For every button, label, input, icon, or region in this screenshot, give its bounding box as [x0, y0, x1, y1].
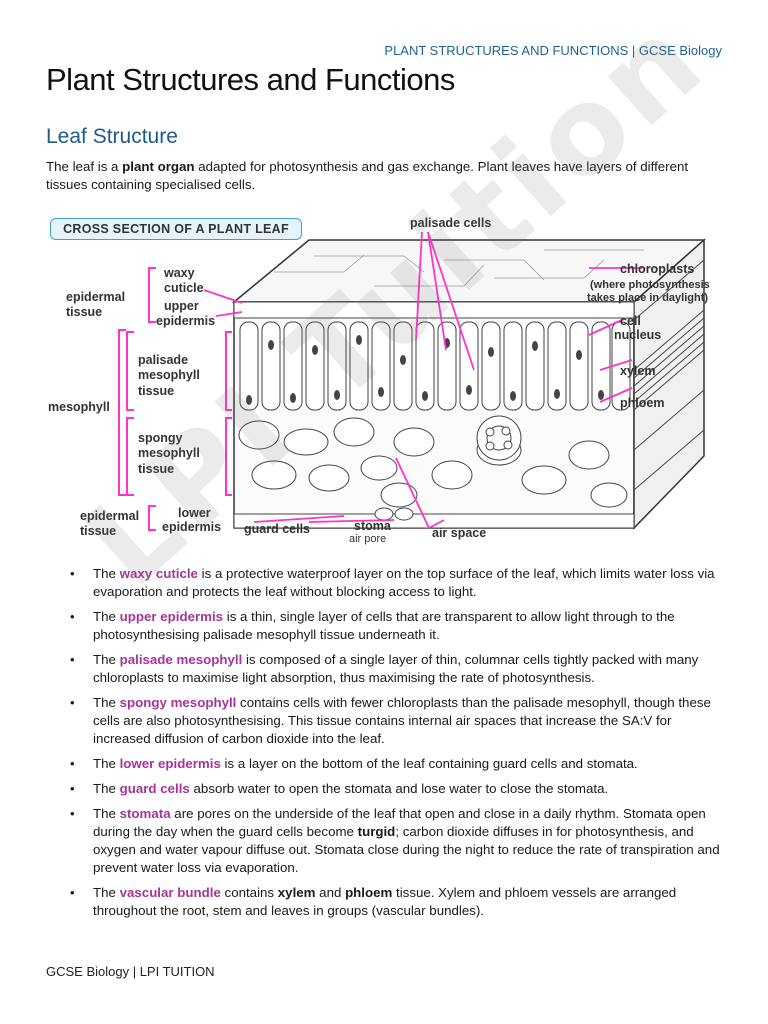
bold-xylem: xylem — [277, 885, 316, 900]
figure-title: CROSS SECTION OF A PLANT LEAF — [63, 222, 289, 236]
label-chloroplast-note-2: takes place in daylight) — [587, 292, 709, 304]
label-palisade: palisade — [138, 353, 189, 367]
list-item: The guard cells absorb water to open the… — [46, 780, 726, 798]
section-title: Leaf Structure — [46, 125, 178, 148]
label-epidermis-bottom: epidermis — [162, 520, 222, 534]
label-tissue-2: tissue — [80, 524, 117, 538]
term-stomata: stomata — [119, 806, 171, 821]
label-chloroplast-note-1: (where photosynthesis — [590, 279, 710, 291]
list-item: The stomata are pores on the underside o… — [46, 805, 726, 877]
label-epidermal-1: epidermal — [66, 290, 126, 304]
label-palisade-mesophyll: mesophyll — [138, 368, 200, 382]
label-xylem: xylem — [620, 364, 656, 378]
label-spongy: spongy — [138, 431, 183, 445]
leaf-diagram-svg — [118, 231, 706, 531]
label-air-space: air space — [432, 526, 487, 540]
page-title: Plant Structures and Functions — [46, 62, 455, 97]
intro-text-1: The leaf is a — [46, 159, 123, 174]
term-lower-epidermis: lower epidermis — [119, 756, 221, 771]
term-palisade-mesophyll: palisade mesophyll — [119, 652, 243, 667]
label-cell: cell — [620, 314, 641, 328]
intro-bold-term: plant organ — [122, 159, 195, 174]
label-stoma: stoma — [354, 519, 391, 533]
label-nucleus: nucleus — [614, 328, 662, 342]
term-upper-epidermis: upper epidermis — [119, 609, 224, 624]
bold-phloem: phloem — [345, 885, 393, 900]
term-guard-cells: guard cells — [119, 781, 190, 796]
list-item: The palisade mesophyll is composed of a … — [46, 651, 726, 687]
label-phloem: phloem — [620, 396, 665, 410]
label-chloroplasts: chloroplasts — [620, 262, 695, 276]
label-waxy: waxy — [164, 266, 195, 280]
label-spongy-tissue: tissue — [138, 462, 175, 476]
label-epidermal-2: epidermal — [80, 509, 140, 523]
figure-title-box: CROSS SECTION OF A PLANT LEAF — [50, 218, 302, 240]
label-tissue-1: tissue — [66, 305, 103, 319]
label-air-pore: air pore — [349, 533, 387, 545]
list-item: The waxy cuticle is a protective waterpr… — [46, 565, 726, 601]
running-header: PLANT STRUCTURES AND FUNCTIONS | GCSE Bi… — [384, 43, 722, 58]
label-cuticle: cuticle — [164, 281, 204, 295]
label-upper: upper — [164, 299, 199, 313]
list-item: The vascular bundle contains xylem and p… — [46, 884, 726, 920]
label-palisade-cells: palisade cells — [410, 216, 492, 230]
leaf-cross-section-figure: CROSS SECTION OF A PLANT LEAF palisade c… — [44, 210, 734, 550]
label-palisade-tissue: tissue — [138, 384, 175, 398]
term-spongy-mesophyll: spongy mesophyll — [119, 695, 237, 710]
leaf-parts-list: The waxy cuticle is a protective waterpr… — [46, 565, 726, 927]
label-spongy-mesophyll: mesophyll — [138, 446, 200, 460]
term-vascular-bundle: vascular bundle — [119, 885, 221, 900]
label-lower: lower — [178, 506, 211, 520]
bold-turgid: turgid — [357, 824, 396, 839]
intro-paragraph: The leaf is a plant organ adapted for ph… — [46, 158, 726, 194]
label-epidermis-top: epidermis — [156, 314, 216, 328]
label-guard-cells: guard cells — [244, 522, 310, 536]
list-item: The spongy mesophyll contains cells with… — [46, 694, 726, 748]
label-mesophyll-group: mesophyll — [48, 400, 110, 414]
list-item: The lower epidermis is a layer on the bo… — [46, 755, 726, 773]
intro-text-2: adapted for photosynthesis and gas excha… — [46, 159, 689, 192]
list-item: The upper epidermis is a thin, single la… — [46, 608, 726, 644]
term-waxy-cuticle: waxy cuticle — [119, 566, 198, 581]
page-footer: GCSE Biology | LPI TUITION — [46, 964, 215, 979]
